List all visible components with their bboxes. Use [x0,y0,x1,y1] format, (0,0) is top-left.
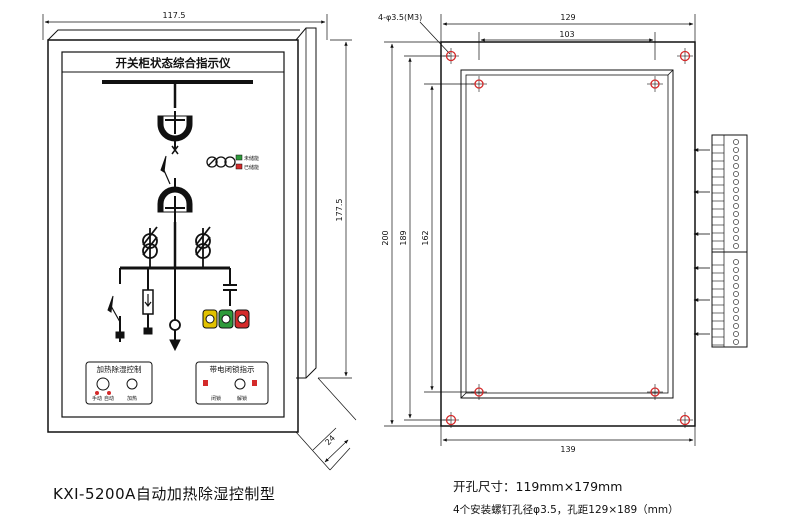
rear-height-mid-dim: 189 [399,230,408,245]
mounting-holes [445,50,691,426]
terminal-screw [733,283,739,289]
mounting-hole [679,50,691,62]
lock-box-title: 带电闭锁指示 [210,364,255,374]
unlock-label: 解锁 [237,395,247,402]
terminal-screw [733,267,739,273]
legend-green-swatch [235,154,243,161]
inner-hole [650,79,660,89]
front-width-dim: 117.5 [163,11,186,20]
inner-hole [650,387,660,397]
lock-icon [203,380,208,386]
legend-red-swatch [235,163,243,170]
heater-box-title: 加热除湿控制 [97,364,142,374]
terminal-screw [733,315,739,321]
terminal-screw [733,163,739,169]
inner-hole [474,387,484,397]
cutout-caption: 开孔尺寸：119mm×179mm [453,479,622,494]
terminal-screw [733,139,739,145]
terminal-screw [733,179,739,185]
rear-top-inner-dim: 103 [559,30,574,39]
front-depth-dim: 24 [323,433,337,447]
auto-led [107,391,111,395]
legend-label-unstored: 未储能 [244,155,259,162]
terminal-screw [733,147,739,153]
mounting-caption: 4个安装螺钉孔径φ3.5，孔距129×189（mm） [453,503,679,516]
mounting-hole [445,50,457,62]
terminal-screw [733,291,739,297]
rear-height-outer-dim: 200 [381,230,390,245]
rear-bottom-dim: 139 [560,445,575,454]
terminal-screw [733,323,739,329]
lock-label: 闭锁 [211,395,221,402]
front-height-dim: 177.5 [335,199,344,222]
heater-label-manual: 手动 [92,395,102,402]
terminal-screw [733,243,739,249]
model-caption: KXI-5200A自动加热除湿控制型 [53,485,275,503]
terminal-screw [733,155,739,161]
terminal-screw [733,299,739,305]
terminal-screw [733,203,739,209]
terminal-screw [733,275,739,281]
terminal-screw [733,187,739,193]
heater-label-auto: 自动 [104,395,114,402]
front-view [42,14,357,471]
manual-led [95,391,99,395]
terminal-screw [733,171,739,177]
terminal-screw [733,235,739,241]
terminal-screw [733,307,739,313]
rear-top-outer-dim: 129 [560,13,575,22]
terminal-screw [733,195,739,201]
mounting-hole [445,414,457,426]
hole-note: 4-φ3.5(M3) [378,13,422,22]
terminal-screw [733,219,739,225]
rear-height-inner-dim: 162 [421,230,430,245]
terminal-screw [733,331,739,337]
terminal-screw [733,227,739,233]
unlock-icon [252,380,257,386]
terminal-screw [733,259,739,265]
heater-label-heat: 加热 [127,395,137,402]
inner-hole [474,79,484,89]
terminal-screw [733,211,739,217]
terminal-screw [733,339,739,345]
rear-view [384,14,748,446]
panel-title: 开关柜状态综合指示仪 [116,56,231,70]
indicator-leds [95,154,257,395]
spring-energy-icon [206,156,236,168]
mounting-hole [679,414,691,426]
legend-label-stored: 已储能 [244,164,259,171]
